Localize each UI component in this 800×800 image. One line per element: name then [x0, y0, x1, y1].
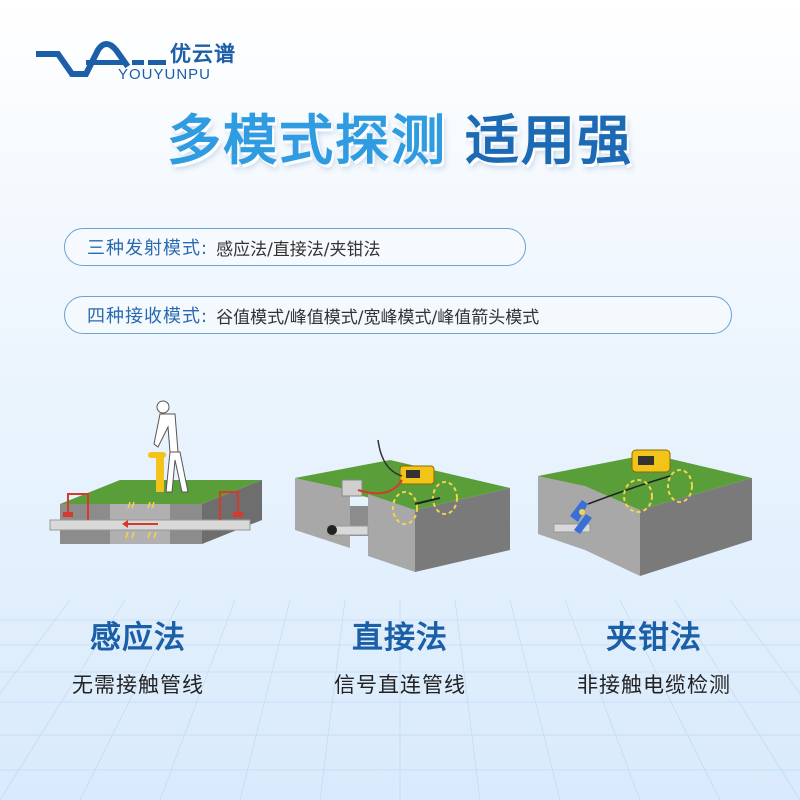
page-headline: 多模式探测适用强: [0, 96, 800, 175]
method-clamp: 夹钳法 非接触电缆检测: [524, 612, 784, 699]
pill-value: 感应法/直接法/夹钳法: [216, 239, 381, 260]
receive-modes-pill: 四种接收模式: 谷值模式/峰值模式/宽峰模式/峰值箭头模式: [64, 296, 732, 334]
headline-right: 适用强: [465, 108, 633, 172]
brand-name-cn: 优云谱: [170, 42, 236, 66]
direct-connection-illustration: [290, 430, 520, 580]
method-induction: 感应法 无需接触管线: [8, 612, 268, 699]
pill-label: 三种发射模式:: [87, 238, 209, 259]
method-desc: 无需接触管线: [72, 673, 204, 697]
brand-logo: 优云谱 YOUYUNPU: [36, 36, 266, 86]
method-desc: 信号直连管线: [334, 673, 466, 697]
method-title: 感应法: [90, 620, 186, 656]
method-direct: 直接法 信号直连管线: [270, 612, 530, 699]
clamp-method-illustration: [530, 430, 780, 590]
perspective-grid-background: [0, 600, 800, 800]
wave-logo-icon: [36, 41, 166, 77]
pill-value: 谷值模式/峰值模式/宽峰模式/峰值箭头模式: [216, 307, 540, 328]
method-title: 夹钳法: [606, 620, 702, 656]
method-desc: 非接触电缆检测: [577, 673, 731, 697]
pill-label: 四种接收模式:: [87, 306, 209, 327]
headline-left: 多模式探测: [167, 108, 447, 172]
transmit-modes-pill: 三种发射模式: 感应法/直接法/夹钳法: [64, 228, 526, 266]
brand-name-en: YOUYUNPU: [118, 66, 212, 83]
method-title: 直接法: [352, 620, 448, 656]
induction-method-illustration: [30, 392, 280, 572]
